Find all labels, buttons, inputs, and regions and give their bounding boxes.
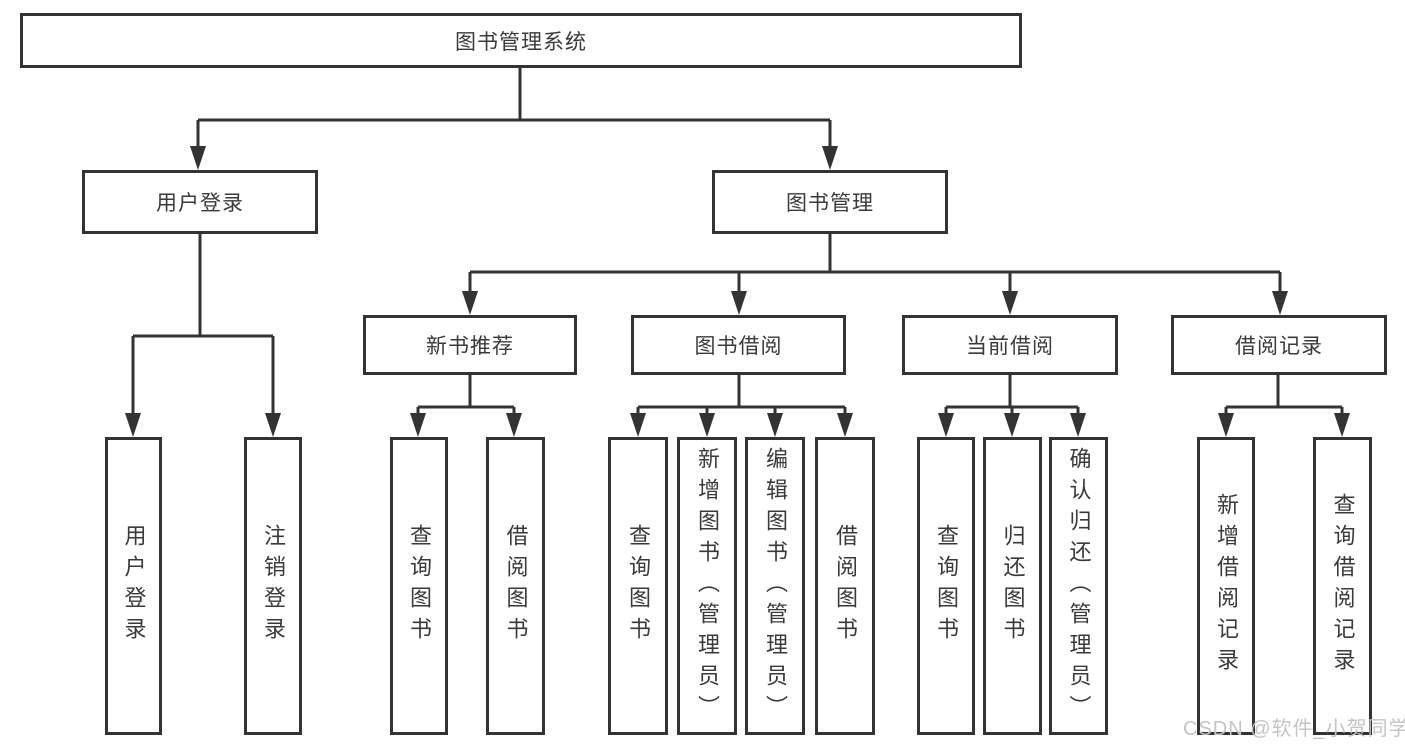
node-borrow-record: 借阅记录 (1171, 315, 1387, 375)
edges-user-login (131, 234, 275, 417)
arrowhead (837, 413, 853, 437)
leaf-user-login: 用户登录 (105, 437, 162, 735)
edges-current-borrow (944, 375, 1080, 417)
leaf-borrow-book-recommend: 借阅图书 (486, 437, 545, 735)
edges-new-book (416, 375, 516, 417)
arrowhead (938, 413, 954, 437)
arrowhead (125, 413, 141, 437)
arrowhead (1070, 413, 1086, 437)
arrowhead (462, 291, 478, 315)
leaf-query-book-borrow: 查询图书 (608, 437, 668, 735)
leaf-edit-book-admin: 编辑图书（管理员） (745, 437, 805, 735)
watermark: CSDN @软件_小贺同学 (1183, 718, 1405, 740)
arrowhead (265, 413, 281, 437)
arrowhead (767, 413, 783, 437)
node-root: 图书管理系统 (20, 13, 1022, 68)
arrowhead (1218, 413, 1234, 437)
edges-borrow-record (1224, 375, 1344, 417)
leaf-confirm-return-admin: 确认归还（管理员） (1049, 437, 1108, 735)
arrowhead (1272, 291, 1288, 315)
edges-root (196, 68, 832, 150)
leaf-return-book: 归还图书 (983, 437, 1042, 735)
arrowhead (1004, 413, 1020, 437)
node-new-book-recommend: 新书推荐 (363, 315, 577, 375)
leaf-query-borrow-record: 查询借阅记录 (1313, 437, 1372, 735)
leaf-logout: 注销登录 (244, 437, 302, 735)
arrowhead (1002, 291, 1018, 315)
arrowhead (822, 146, 838, 170)
node-user-login: 用户登录 (82, 170, 318, 234)
arrowhead (1334, 413, 1350, 437)
arrowhead (731, 291, 747, 315)
edges-book-borrow (636, 375, 847, 417)
leaf-query-book-current: 查询图书 (917, 437, 975, 735)
leaf-add-borrow-record: 新增借阅记录 (1197, 437, 1255, 735)
arrowhead (630, 413, 646, 437)
leaf-query-book-recommend: 查询图书 (390, 437, 448, 735)
node-book-management: 图书管理 (712, 170, 948, 234)
node-book-borrow: 图书借阅 (631, 315, 846, 375)
arrowhead (190, 146, 206, 170)
leaf-add-book-admin: 新增图书（管理员） (677, 437, 737, 735)
arrowhead (699, 413, 715, 437)
arrowhead (506, 413, 522, 437)
leaf-borrow-book: 借阅图书 (815, 437, 875, 735)
edges-book-management (468, 234, 1282, 295)
node-current-borrow: 当前借阅 (902, 315, 1118, 375)
arrowhead (410, 413, 426, 437)
